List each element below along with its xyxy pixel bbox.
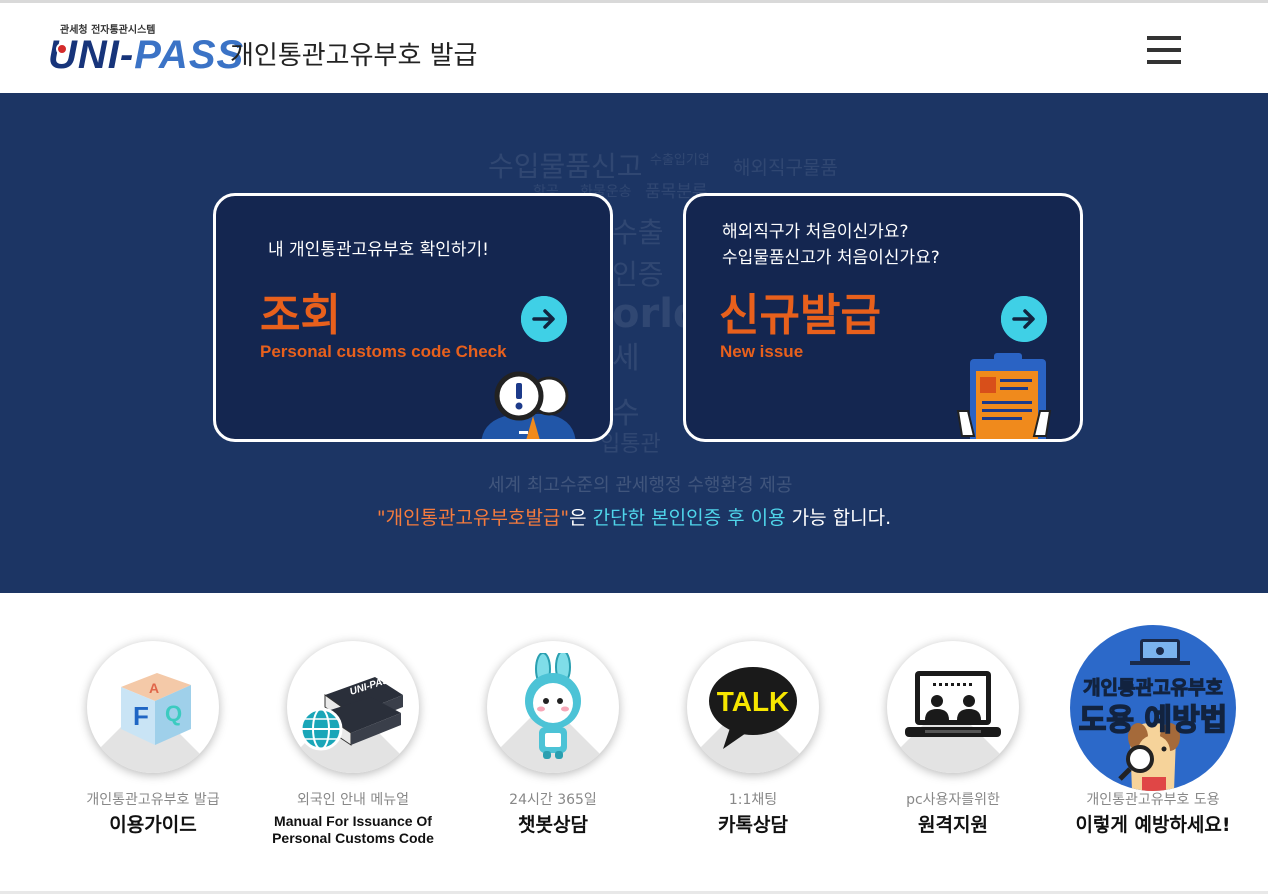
magnifier-person-icon (481, 371, 576, 439)
quick-link-usage-guide[interactable]: F Q A 개인통관고유부호 발급 이용가이드 (53, 633, 253, 843)
watermark-text: 수 (612, 396, 640, 431)
chatbot-rabbit-icon (487, 641, 619, 773)
quick-link-caption: 외국인 안내 메뉴얼 (297, 792, 409, 808)
kakao-talk-icon: TALK (687, 641, 819, 773)
manual-book-globe-icon: UNI-PASS (287, 641, 419, 773)
svg-text:A: A (149, 680, 159, 696)
quick-link-title: 이용가이드 (109, 814, 197, 836)
quick-link-kakao-talk[interactable]: TALK 1:1채팅 카톡상담 (653, 633, 853, 843)
quick-link-remote-support[interactable]: pc사용자를위한 원격지원 (853, 633, 1053, 843)
clipboard-document-icon (956, 353, 1052, 439)
quick-link-caption: 1:1채팅 (728, 792, 778, 808)
quick-link-title: 원격지원 (918, 814, 988, 836)
badge-line2: 도용 예방법 (1078, 702, 1228, 739)
watermark-text: 세계 최고수준의 관세행정 수행환경 제공 (488, 475, 793, 496)
hero-section: 수입물품신고 수출입기업 해외직구물품 항공 화물운송 품목분류 수출 인증 o… (0, 93, 1268, 593)
remote-support-laptop-icon (887, 641, 1019, 773)
theft-prevention-badge-icon: 개인통관고유부호 도용 예방법 (1070, 625, 1236, 791)
quick-link-caption: 개인통관고유부호 도용 (1086, 792, 1220, 808)
quick-link-theft-prevention[interactable]: 개인통관고유부호 도용 예방법 개인통관고유부호 도용 이렇게 예방하세요! (1053, 625, 1253, 843)
watermark-text: 세 (612, 341, 640, 376)
logo-dot-icon (56, 43, 68, 55)
arrow-right-icon[interactable] (521, 296, 567, 342)
svg-text:F: F (133, 701, 149, 731)
new-issue-card-subtitle: New issue (720, 342, 804, 361)
lookup-card[interactable]: 내 개인통관고유부호 확인하기! 조회 Personal customs cod… (213, 193, 613, 442)
quick-link-title: 챗봇상담 (518, 814, 588, 836)
hero-notice: "개인통관고유부호발급"은 간단한 본인인증 후 이용 가능 합니다. (376, 507, 892, 529)
arrow-right-icon[interactable] (1001, 296, 1047, 342)
watermark-text: 해외직구물품 (733, 157, 838, 179)
svg-text:TALK: TALK (717, 686, 790, 717)
lookup-card-description: 내 개인통관고유부호 확인하기! (268, 240, 489, 260)
quick-link-caption: 개인통관고유부호 발급 (86, 792, 220, 808)
new-issue-card[interactable]: 해외직구가 처음이신가요? 수입물품신고가 처음이신가요? 신규발급 New i… (683, 193, 1083, 442)
quick-link-title: Manual For Issuance Of Personal Customs … (272, 813, 434, 846)
watermark-text: 수출 (612, 216, 664, 249)
quick-link-chatbot[interactable]: 24시간 365일 챗봇상담 (453, 633, 653, 843)
watermark-text: 수출입기업 (650, 153, 710, 168)
faq-cube-icon: F Q A (87, 641, 219, 773)
watermark-text: 입통관 (600, 432, 661, 457)
site-title: 개인통관고유부호 발급 (230, 41, 478, 71)
watermark-text: 인증 (612, 258, 664, 291)
logo-wordmark: UNI-PASS (48, 33, 245, 77)
watermark-text: 수입물품신고 (488, 150, 643, 183)
unipass-logo[interactable]: 관세청 전자통관시스템 UNI-PASS (46, 17, 243, 83)
quick-link-caption: 24시간 365일 (509, 792, 597, 808)
svg-text:Q: Q (165, 701, 182, 726)
quick-link-foreigner-manual[interactable]: UNI-PASS 외국인 안내 메뉴얼 Manual For Issuance … (253, 633, 453, 846)
lookup-card-title: 조회 (260, 290, 341, 341)
top-border (0, 0, 1268, 3)
quick-link-title: 카톡상담 (718, 814, 788, 836)
lookup-card-subtitle: Personal customs code Check (260, 342, 507, 361)
badge-line1: 개인통관고유부호 (1083, 677, 1224, 700)
quick-link-title: 이렇게 예방하세요! (1075, 814, 1231, 836)
new-issue-card-title: 신규발급 (719, 290, 881, 341)
quick-link-caption: pc사용자를위한 (906, 792, 1000, 808)
new-issue-card-description-line1: 해외직구가 처음이신가요? (722, 222, 909, 242)
bottom-border (0, 891, 1268, 894)
logo-caption: 관세청 전자통관시스템 (60, 25, 156, 36)
site-header: 관세청 전자통관시스템 UNI-PASS 개인통관고유부호 발급 (0, 3, 1268, 93)
new-issue-card-description-line2: 수입물품신고가 처음이신가요? (722, 248, 940, 268)
hamburger-menu-icon[interactable] (1147, 36, 1181, 68)
quick-links: F Q A 개인통관고유부호 발급 이용가이드 UNI-PASS (0, 593, 1268, 894)
